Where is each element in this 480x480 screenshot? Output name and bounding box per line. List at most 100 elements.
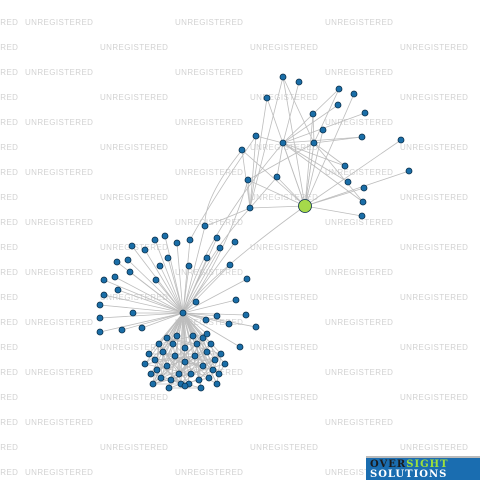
graph-node[interactable] <box>295 78 303 86</box>
graph-node[interactable] <box>141 246 149 254</box>
graph-node[interactable] <box>202 316 210 324</box>
graph-node[interactable] <box>199 334 207 342</box>
graph-node[interactable] <box>159 348 167 356</box>
graph-node[interactable] <box>185 262 193 270</box>
graph-node[interactable] <box>216 244 224 252</box>
graph-node[interactable] <box>126 268 134 276</box>
graph-node[interactable] <box>173 239 181 247</box>
graph-node[interactable] <box>96 301 104 309</box>
graph-node[interactable] <box>358 212 366 220</box>
graph-node[interactable] <box>197 384 205 392</box>
graph-node[interactable] <box>244 176 252 184</box>
graph-node[interactable] <box>207 340 215 348</box>
graph-node[interactable] <box>236 343 244 351</box>
graph-node[interactable] <box>358 133 366 141</box>
graph-node[interactable] <box>209 366 217 374</box>
graph-node[interactable] <box>203 348 211 356</box>
graph-node[interactable] <box>238 146 246 154</box>
graph-node[interactable] <box>181 358 189 366</box>
graph-node[interactable] <box>201 222 209 230</box>
graph-node[interactable] <box>405 167 413 175</box>
graph-node[interactable] <box>151 236 159 244</box>
graph-node[interactable] <box>191 352 199 360</box>
graph-node[interactable] <box>155 340 163 348</box>
graph-node[interactable] <box>205 374 213 382</box>
graph-node[interactable] <box>359 198 367 206</box>
graph-node[interactable] <box>163 362 171 370</box>
graph-node[interactable] <box>181 344 189 352</box>
graph-node[interactable] <box>100 276 108 284</box>
graph-node[interactable] <box>350 90 358 98</box>
graph-node[interactable] <box>231 238 239 246</box>
graph-node[interactable] <box>279 73 287 81</box>
graph-node[interactable] <box>169 340 177 348</box>
graph-node[interactable] <box>141 360 149 368</box>
graph-node[interactable] <box>179 309 187 317</box>
graph-node[interactable] <box>397 136 405 144</box>
graph-node[interactable] <box>310 139 318 147</box>
graph-node[interactable] <box>164 254 172 262</box>
graph-node[interactable] <box>279 139 287 147</box>
graph-node[interactable] <box>360 184 368 192</box>
graph-node[interactable] <box>151 356 159 364</box>
graph-node[interactable] <box>173 332 181 340</box>
graph-node[interactable] <box>111 273 119 281</box>
graph-node[interactable] <box>96 328 104 336</box>
graph-node[interactable] <box>225 320 233 328</box>
graph-node[interactable] <box>149 380 157 388</box>
graph-node[interactable] <box>242 311 250 319</box>
graph-node[interactable] <box>96 314 104 322</box>
graph-node[interactable] <box>175 370 183 378</box>
graph-node[interactable] <box>217 350 225 358</box>
graph-node[interactable] <box>361 109 369 117</box>
focus-node[interactable] <box>298 199 312 213</box>
graph-node[interactable] <box>203 254 211 262</box>
graph-node[interactable] <box>273 173 281 181</box>
graph-node[interactable] <box>181 382 189 390</box>
graph-node[interactable] <box>153 366 161 374</box>
graph-node[interactable] <box>243 275 251 283</box>
graph-node[interactable] <box>113 258 121 266</box>
graph-node[interactable] <box>252 323 260 331</box>
graph-node[interactable] <box>163 334 171 342</box>
graph-node[interactable] <box>193 340 201 348</box>
graph-node[interactable] <box>171 352 179 360</box>
graph-node[interactable] <box>167 376 175 384</box>
graph-node[interactable] <box>186 236 194 244</box>
graph-node[interactable] <box>203 330 211 338</box>
graph-node[interactable] <box>309 110 317 118</box>
graph-node[interactable] <box>100 291 108 299</box>
graph-node[interactable] <box>335 85 343 93</box>
graph-node[interactable] <box>213 234 221 242</box>
graph-node[interactable] <box>221 360 229 368</box>
graph-node[interactable] <box>199 362 207 370</box>
graph-node[interactable] <box>129 309 137 317</box>
graph-node[interactable] <box>246 204 254 212</box>
graph-node[interactable] <box>195 376 203 384</box>
graph-node[interactable] <box>263 94 271 102</box>
graph-node[interactable] <box>319 126 327 134</box>
graph-node[interactable] <box>211 356 219 364</box>
graph-node[interactable] <box>341 162 349 170</box>
graph-node[interactable] <box>252 132 260 140</box>
graph-node[interactable] <box>114 286 122 294</box>
graph-node[interactable] <box>118 326 126 334</box>
graph-node[interactable] <box>165 384 173 392</box>
graph-node[interactable] <box>213 380 221 388</box>
graph-node[interactable] <box>152 276 160 284</box>
graph-node[interactable] <box>189 332 197 340</box>
graph-node[interactable] <box>334 101 342 109</box>
graph-node[interactable] <box>192 298 200 306</box>
graph-node[interactable] <box>157 374 165 382</box>
graph-node[interactable] <box>213 312 221 320</box>
graph-node[interactable] <box>232 296 240 304</box>
graph-node[interactable] <box>344 178 352 186</box>
graph-node[interactable] <box>138 324 146 332</box>
graph-node[interactable] <box>156 262 164 270</box>
graph-node[interactable] <box>145 350 153 358</box>
graph-node[interactable] <box>187 370 195 378</box>
graph-node[interactable] <box>124 256 132 264</box>
graph-node[interactable] <box>147 370 155 378</box>
graph-node[interactable] <box>226 261 234 269</box>
graph-node[interactable] <box>215 370 223 378</box>
